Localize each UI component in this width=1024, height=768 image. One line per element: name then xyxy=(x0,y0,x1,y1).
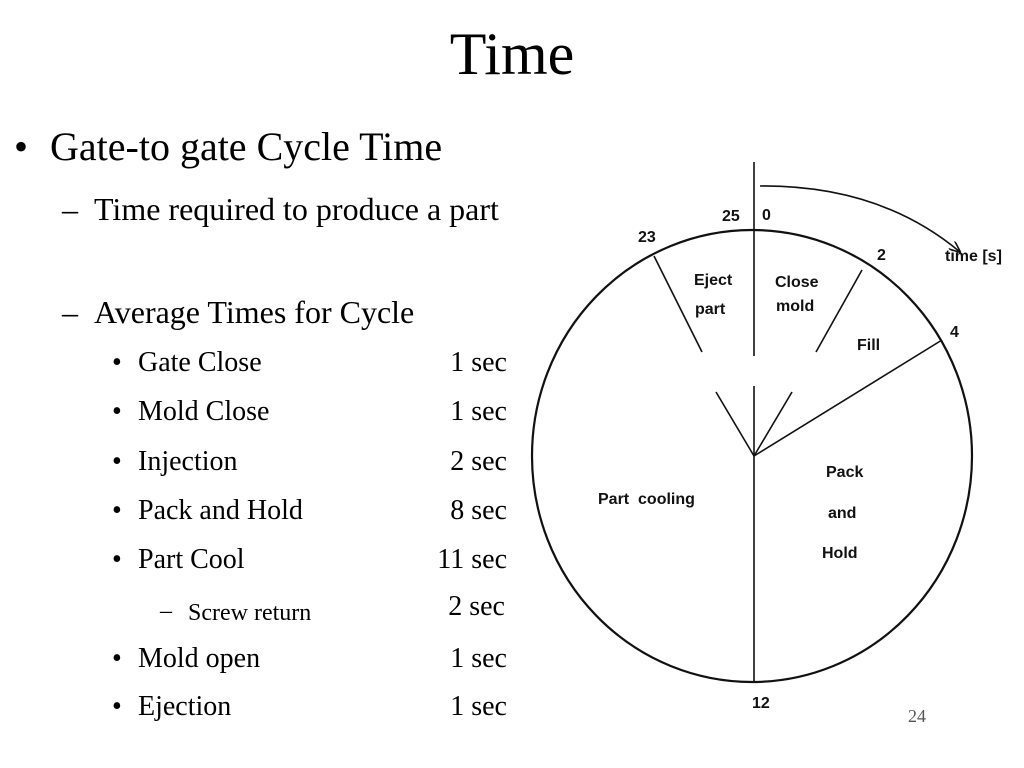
bullet-main-text: Gate-to gate Cycle Time xyxy=(50,124,443,169)
cycle-circle xyxy=(530,228,974,684)
segment-label-part-cooling: Part cooling xyxy=(598,491,695,508)
tick-label-2: 2 xyxy=(877,247,886,264)
item-value: 11 sec xyxy=(437,544,507,575)
item-value: 1 sec xyxy=(450,691,507,722)
item-value: 1 sec xyxy=(450,396,507,427)
tick-label-12: 12 xyxy=(752,695,770,712)
time-axis-label: time [s] xyxy=(945,248,1002,265)
item-value: 8 sec xyxy=(450,495,507,526)
fan-line-1 xyxy=(715,391,755,457)
slide-title: Time xyxy=(449,21,575,87)
item-label: Injection xyxy=(138,446,238,477)
item-label: Part Cool xyxy=(138,544,245,575)
bullet-sub-average-text: Average Times for Cycle xyxy=(94,294,415,330)
tick-label-25: 25 xyxy=(722,208,740,225)
segment-label-pack-hold: Hold xyxy=(822,545,858,562)
page-number: 24 xyxy=(908,706,926,726)
segment-label-fill: Fill xyxy=(857,337,880,354)
segment-label-eject: part xyxy=(695,301,726,318)
bullet-main: •Gate-to gate Cycle Time xyxy=(14,124,443,169)
item-value: 1 sec xyxy=(450,347,507,378)
bullet-sub-required-text: Time required to produce a part xyxy=(94,191,499,227)
segment-label-pack-hold: and xyxy=(828,505,856,522)
segment-label-close-mold: Close xyxy=(775,274,819,291)
tick-label-23: 23 xyxy=(638,229,656,246)
item-label: Mold Close xyxy=(138,396,270,427)
item-label: Gate Close xyxy=(138,347,262,378)
tick-label-0: 0 xyxy=(762,207,771,224)
fill-boundary-line xyxy=(753,339,943,457)
bullet-sub-required: – Time required to produce a part xyxy=(62,186,504,232)
fan-line-3 xyxy=(753,391,793,457)
close-mold-boundary-line xyxy=(815,269,863,353)
item-label: Mold open xyxy=(138,643,261,674)
item-label: Screw return xyxy=(188,600,312,626)
eject-boundary-line xyxy=(653,255,703,353)
item-value: 1 sec xyxy=(450,643,507,674)
tick-label-4: 4 xyxy=(950,324,959,341)
time-arrow xyxy=(759,185,960,252)
segment-label-eject: Eject xyxy=(694,272,733,289)
bullet-list: •Gate-to gate Cycle Time – Time required… xyxy=(14,124,507,722)
item-label: Pack and Hold xyxy=(138,495,303,526)
item-label: Ejection xyxy=(138,691,232,722)
bullet-sub-average: – Average Times for Cycle xyxy=(62,289,504,335)
item-value: 2 sec xyxy=(448,591,505,622)
item-value: 2 sec xyxy=(450,446,507,477)
segment-label-pack-hold: Pack xyxy=(826,464,863,481)
segment-label-close-mold: mold xyxy=(776,298,814,315)
